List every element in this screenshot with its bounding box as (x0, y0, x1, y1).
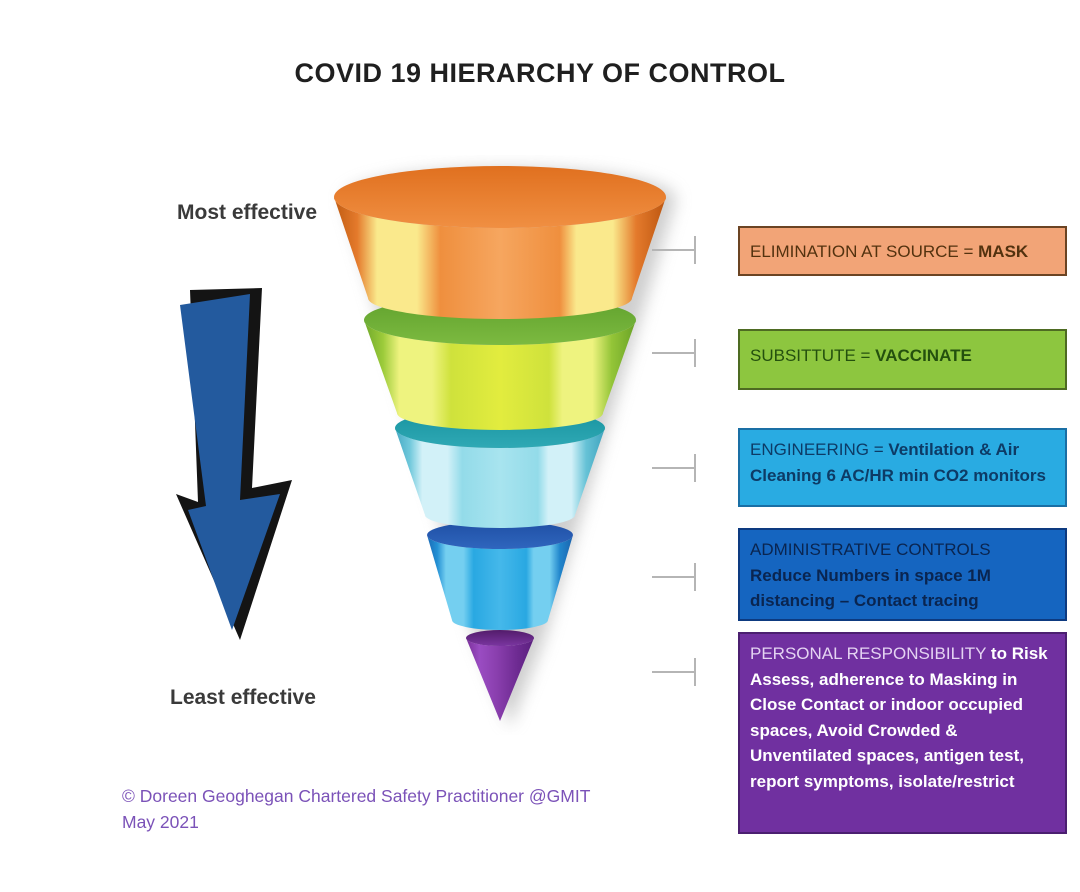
copyright-line2: May 2021 (122, 812, 199, 833)
label-box-personal-responsibility: PERSONAL RESPONSIBILITY to Risk Assess, … (738, 632, 1067, 834)
connector-administrative (652, 562, 700, 592)
funnel-tier-personal-responsibility (466, 630, 534, 721)
label-personal-prefix: PERSONAL RESPONSIBILITY (750, 644, 991, 663)
connector-engineering (652, 453, 700, 483)
most-effective-label: Most effective (177, 201, 318, 224)
label-box-engineering: ENGINEERING = Ventilation & Air Cleaning… (738, 428, 1067, 507)
funnel-tier-elimination (334, 166, 666, 319)
label-personal-bold: to Risk Assess, adherence to Masking in … (750, 644, 1048, 791)
page-title: COVID 19 HIERARCHY OF CONTROL (294, 58, 786, 88)
label-administrative-prefix: ADMINISTRATIVE CONTROLS (750, 540, 991, 559)
funnel-tier-administrative (427, 521, 573, 630)
label-box-elimination: ELIMINATION AT SOURCE = MASK (738, 226, 1067, 276)
label-engineering-prefix: ENGINEERING = (750, 440, 889, 459)
copyright-note: © Doreen Geoghegan Chartered Safety Prac… (122, 783, 590, 836)
label-box-substitution: SUBSITTUTE = VACCINATE (738, 329, 1067, 390)
connector-substitution (652, 338, 700, 368)
label-elimination-bold: MASK (978, 242, 1029, 261)
copyright-line1: © Doreen Geoghegan Chartered Safety Prac… (122, 786, 591, 806)
connector-elimination (652, 235, 700, 265)
label-elimination-prefix: ELIMINATION AT SOURCE = (750, 242, 979, 261)
label-box-administrative: ADMINISTRATIVE CONTROLS Reduce Numbers i… (738, 528, 1067, 621)
label-administrative-bold: Reduce Numbers in space 1M distancing – … (750, 565, 991, 611)
label-substitution-prefix: SUBSITTUTE = (750, 346, 876, 365)
label-substitution-bold: VACCINATE (875, 346, 972, 365)
hierarchy-funnel (334, 166, 676, 727)
connector-personal-responsibility (652, 657, 700, 687)
down-arrow-icon (176, 288, 292, 640)
label-engineering-bold: Ventilation & Air Cleaning 6 AC/HR min C… (750, 440, 1046, 485)
least-effective-label: Least effective (170, 686, 316, 709)
